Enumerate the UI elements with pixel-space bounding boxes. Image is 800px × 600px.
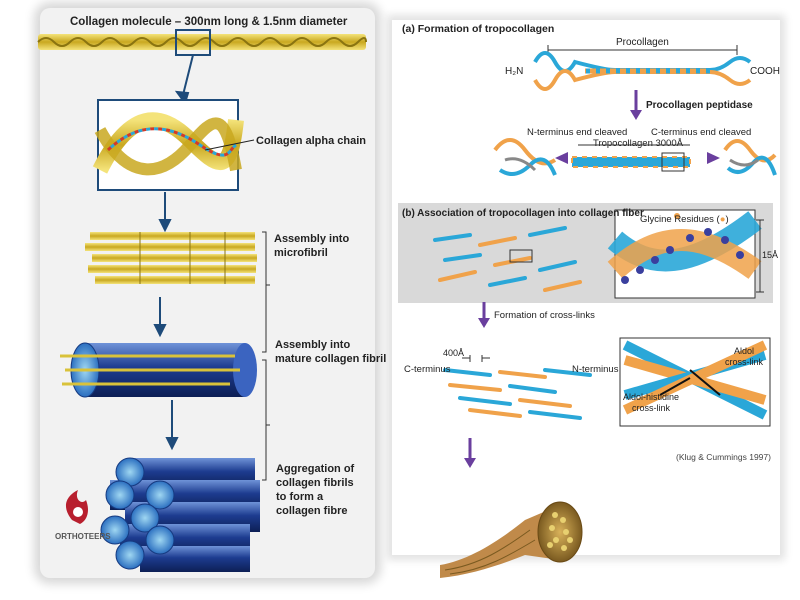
peptidase-arrow bbox=[630, 90, 642, 120]
mature-fibril-graphic bbox=[60, 342, 257, 398]
peptidase-label: Procollagen peptidase bbox=[646, 100, 753, 111]
fiber-arrow bbox=[464, 438, 476, 468]
tropocollagen-label: Tropocollagen 3000Å bbox=[593, 138, 683, 149]
n-cleaved-label: N-terminus end cleaved bbox=[527, 127, 628, 138]
spacing-label: 400Å bbox=[443, 348, 465, 358]
width-15-label: 15Å bbox=[762, 250, 779, 260]
alpha-chain-zoom-box bbox=[92, 99, 255, 191]
tropocollagen-row bbox=[493, 138, 777, 176]
microfibril-graphic bbox=[85, 232, 257, 284]
n-terminus-label: N-terminus bbox=[572, 364, 619, 375]
left-flow-arrows bbox=[153, 54, 194, 451]
staggered-fibril-array bbox=[443, 368, 592, 420]
orthoteers-logo-text: ORTHOTEERS bbox=[55, 532, 111, 541]
collagen-fiber-rope bbox=[440, 501, 583, 578]
crosslink-arrow bbox=[478, 302, 490, 328]
collagen-molecule-strip bbox=[37, 29, 367, 56]
section-a-title: (a) Formation of tropocollagen bbox=[402, 23, 555, 35]
collagen-fibre-bundle-graphic bbox=[100, 457, 260, 572]
left-title: Collagen molecule – 300nm long & 1.5nm d… bbox=[70, 16, 348, 28]
alpha-chain-label: Collagen alpha chain bbox=[256, 135, 367, 147]
crosslinks-label: Formation of cross-links bbox=[494, 310, 595, 321]
h2n-label: H₂N bbox=[505, 66, 524, 77]
citation: (Klug & Cummings 1997) bbox=[676, 452, 771, 462]
spacing-marker bbox=[462, 355, 490, 362]
glycine-label: Glycine Residues (●) bbox=[640, 214, 729, 225]
cooh-label: COOH bbox=[750, 66, 780, 77]
procollagen-label: Procollagen bbox=[616, 37, 669, 48]
glycine-zoom-panel bbox=[607, 209, 764, 299]
c-cleaved-label: C-terminus end cleaved bbox=[651, 127, 752, 138]
section-b-title: (b) Association of tropocollagen into co… bbox=[402, 208, 644, 219]
procollagen-helix bbox=[533, 51, 752, 91]
left-brackets bbox=[262, 231, 270, 481]
orthoteers-logo bbox=[65, 490, 88, 524]
scatter-zoom-box bbox=[509, 249, 533, 263]
c-terminus-label: C-terminus bbox=[404, 364, 451, 375]
tropocollagen-scatter bbox=[433, 226, 582, 292]
crosslink-zoom-panel bbox=[619, 337, 771, 427]
